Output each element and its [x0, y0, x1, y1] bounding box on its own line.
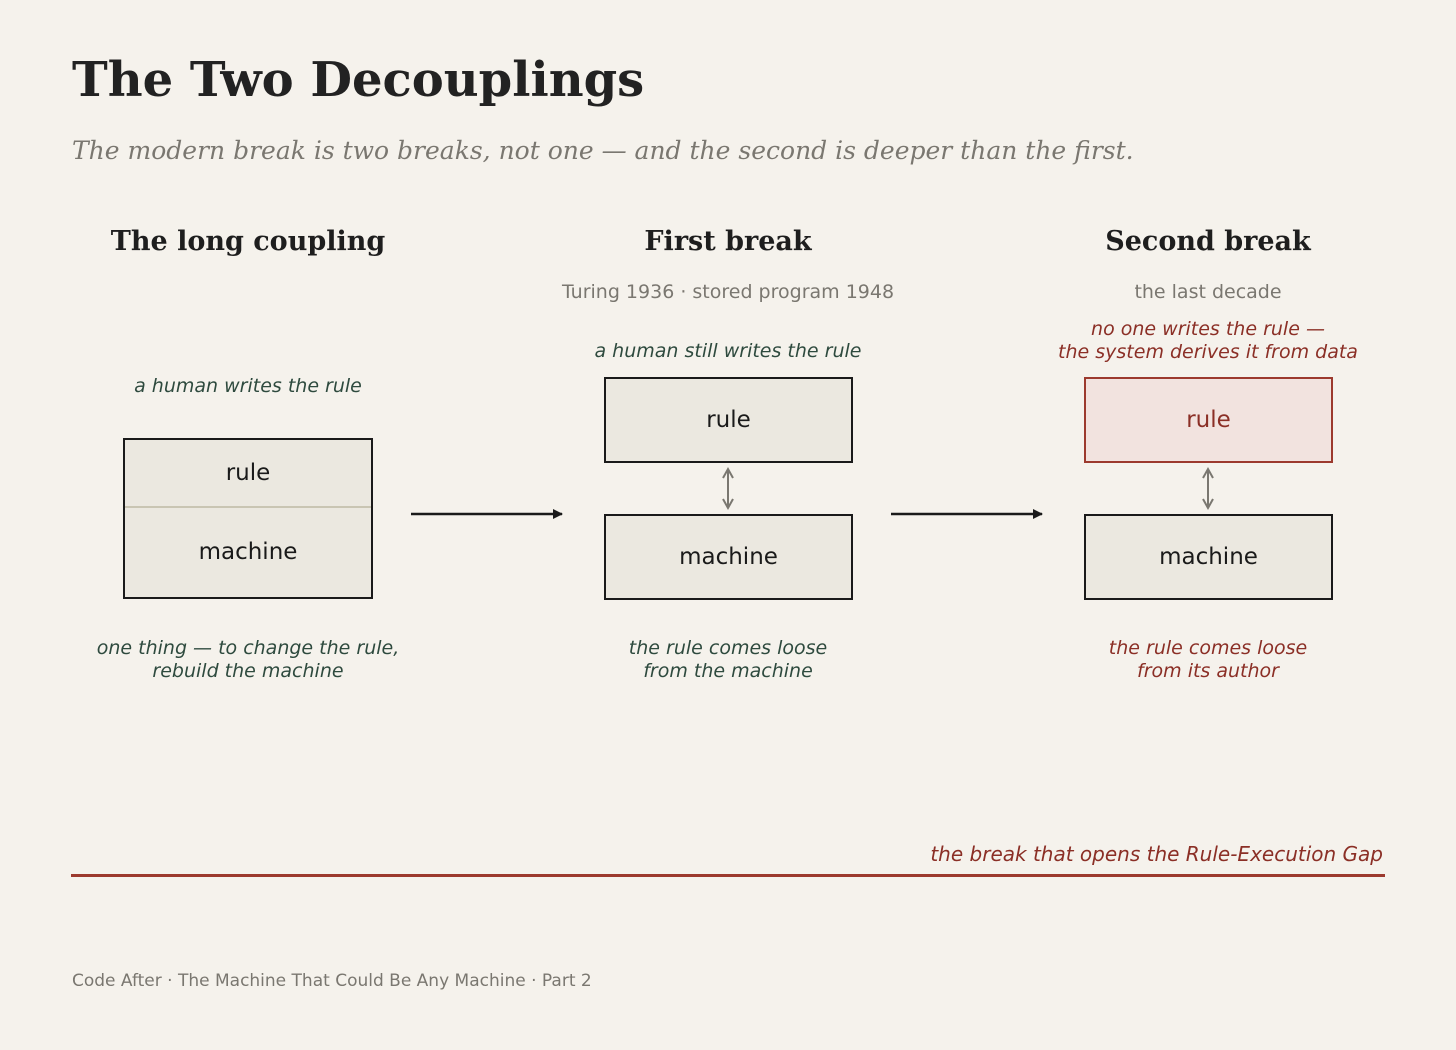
rule-execution-gap-label: the break that opens the Rule-Execution …	[930, 842, 1383, 866]
coupled-rule-machine-box: rule machine	[123, 438, 373, 599]
first-break-machine-box: machine	[604, 514, 853, 600]
note-rule-loose-from-author: the rule comes loose from its author	[1108, 637, 1308, 682]
first-break-date-line: Turing 1936 · stored program 1948	[561, 281, 895, 303]
coupling-divider	[125, 506, 371, 508]
footer-text: Code After · The Machine That Could Be A…	[72, 971, 592, 991]
note-no-one-writes-rule: no one writes the rule — the system deri…	[1058, 318, 1358, 363]
page-subtitle: The modern break is two breaks, not one …	[72, 136, 1134, 165]
first-break-rule-box: rule	[604, 377, 853, 463]
coupled-machine-label: machine	[198, 538, 298, 565]
second-break-date-line: the last decade	[1134, 281, 1282, 303]
note-one-thing: one thing — to change the rule, rebuild …	[96, 637, 400, 682]
coupled-rule-label: rule	[225, 460, 271, 486]
second-break-machine-box: machine	[1084, 514, 1333, 600]
note-human-still-writes-rule: a human still writes the rule	[594, 340, 862, 362]
second-break-rule-box: rule	[1084, 377, 1333, 463]
column-heading-second-break: Second break	[1105, 226, 1311, 257]
second-break-link-arrow	[1202, 466, 1214, 511]
note-rule-loose-from-machine: the rule comes loose from the machine	[628, 637, 828, 682]
rule-execution-gap-line	[71, 874, 1385, 877]
column-heading-long-coupling: The long coupling	[110, 226, 386, 257]
note-human-writes-rule: a human writes the rule	[134, 375, 362, 397]
column-heading-first-break: First break	[644, 226, 812, 257]
first-break-link-arrow	[722, 466, 734, 511]
page-title: The Two Decouplings	[72, 52, 645, 108]
